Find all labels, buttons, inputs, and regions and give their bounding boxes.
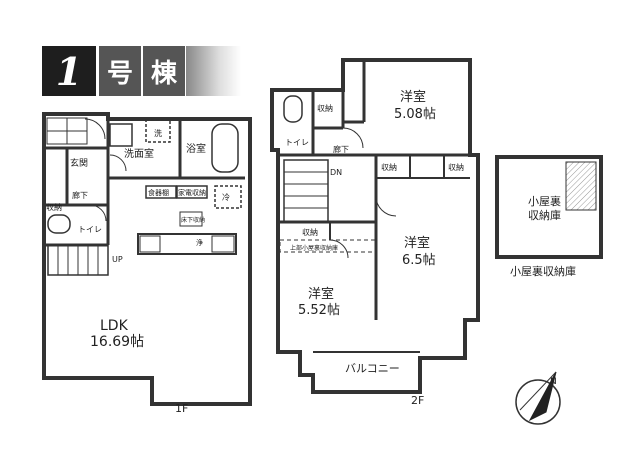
compass [515,371,561,425]
door-arc [84,118,106,140]
room-b-size: 6.5帖 [402,253,436,268]
storage-2f-right-label: 収納 [448,162,464,172]
stairs-down-label: DN [330,168,342,177]
floor-storage-hatch [179,211,203,227]
hallway-1f-label: 廊下 [72,190,88,200]
attic-caption: 小屋裏収納庫 [510,264,576,278]
building-gou-badge: 号 [99,46,141,96]
storage-1f-label: 収納 [46,202,62,212]
attic-plan [495,155,603,259]
fridge-area [214,185,242,209]
floor1-caption: 1F [175,402,188,415]
toilet-2f-label: トイレ [285,138,309,147]
stairs-up-label: UP [112,255,123,264]
toilet-1f-label: トイレ [78,225,102,234]
storage-2f-top-label: 収納 [317,103,333,113]
water-purifier-label: 浄 [196,238,203,247]
balcony-label: バルコニー [345,362,400,375]
fridge-label: 冷 [222,192,230,202]
washroom-label: 洗面室 [124,147,154,160]
appliance-label: 家電収納 [178,188,206,197]
room-b-name: 洋室 [404,235,430,251]
wash-basin [109,123,133,147]
stove [211,235,235,253]
bath-label: 浴室 [186,142,206,155]
room-c-size: 5.52帖 [298,303,340,318]
room-a-name: 洋室 [400,89,426,105]
floor1-plan [42,112,252,406]
appliance-box [176,185,208,199]
hallway-2f-label: 廊下 [333,144,349,154]
pantry-box [145,185,177,199]
floor2-outer-wall [270,58,480,394]
storage-2f-hall-label: 収納 [302,227,318,237]
storage-2f-mid-label: 収納 [381,162,397,172]
title-fade-bar [186,46,241,96]
attic-ladder-area [565,161,597,211]
toilet-fixture [47,214,71,234]
floor2-caption: 2F [411,394,424,407]
floor2-plan [270,58,480,394]
washing-machine-label: 洗 [154,128,162,138]
room-a-size: 5.08帖 [394,107,436,122]
attic-hatch-label: 上部小屋裏収納庫 [290,244,338,252]
building-number-badge: 1 [42,46,96,96]
entrance-label: 玄関 [70,157,88,169]
sink [139,235,161,253]
building-tou-badge: 棟 [143,46,185,96]
attic-inner-line2: 収納庫 [528,208,561,222]
room-c-name: 洋室 [308,286,334,302]
ldk-size: 16.69帖 [90,334,144,350]
stairs-2f [283,159,329,223]
ldk-name: LDK [100,318,129,334]
compass-north-label: N [550,377,557,387]
pantry-label: 食器棚 [148,188,169,197]
attic-hatch-outline [279,239,377,253]
toilet-fixture-2f [283,95,303,123]
floor1-outer-wall [42,112,252,406]
attic-inner-line1: 小屋裏 [528,194,561,208]
kitchen-counter [137,233,237,255]
bathtub [211,123,239,173]
floor-storage-label: 床下収納 [181,216,205,224]
attic-outer-wall [495,155,603,259]
washing-machine-area [145,119,171,143]
